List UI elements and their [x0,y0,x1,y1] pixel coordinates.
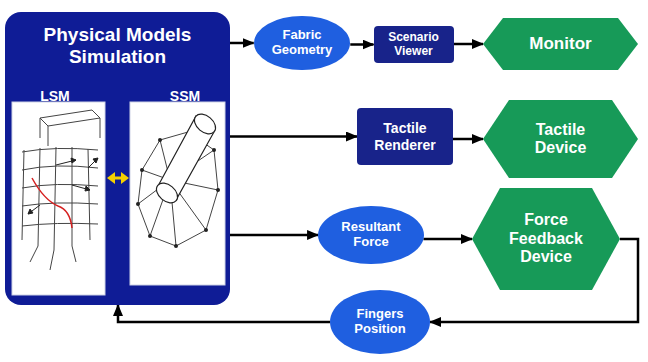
hexagon-fill [472,188,620,290]
node-label: Monitor [529,34,591,54]
connector-arrow [118,305,330,322]
model-label: SSM [155,88,215,104]
connector-arrow [423,238,472,241]
device-hexagon: Tactile Device [483,100,638,178]
process-box: Scenario Viewer [374,26,454,63]
data-ellipse: Resultant Force [318,206,424,264]
connector-arrow [454,43,484,46]
connector-arrow [350,43,373,46]
node-label: Fingers Position [349,307,411,337]
connector-arrow [230,234,318,237]
hexagon-fill [483,18,638,70]
device-hexagon: Monitor [483,18,638,70]
model-label: LSM [25,88,85,104]
node-label: Tactile Renderer [365,120,445,152]
node-label: Scenario Viewer [379,31,449,59]
ssm-picture [130,102,225,285]
node-label: Fabric Geometry [271,28,333,58]
block-title: Physical Models Simulation [5,24,230,68]
lsm-picture [12,102,105,295]
data-ellipse: Fabric Geometry [254,16,351,71]
coupling-arrow [107,172,129,184]
data-ellipse: Fingers Position [330,290,430,354]
connector-arrow [453,138,483,141]
node-label: Resultant Force [335,220,407,250]
device-hexagon: Force Feedback Device [472,188,620,290]
node-label: Force Feedback Device [504,211,588,266]
node-label: Tactile Device [521,121,601,158]
process-box: Tactile Renderer [357,108,453,165]
connector-arrow [230,135,357,138]
simulation-block: Physical Models SimulationLSM SSM [5,12,230,305]
hexagon-fill [483,100,638,178]
connector-arrow [230,42,254,45]
